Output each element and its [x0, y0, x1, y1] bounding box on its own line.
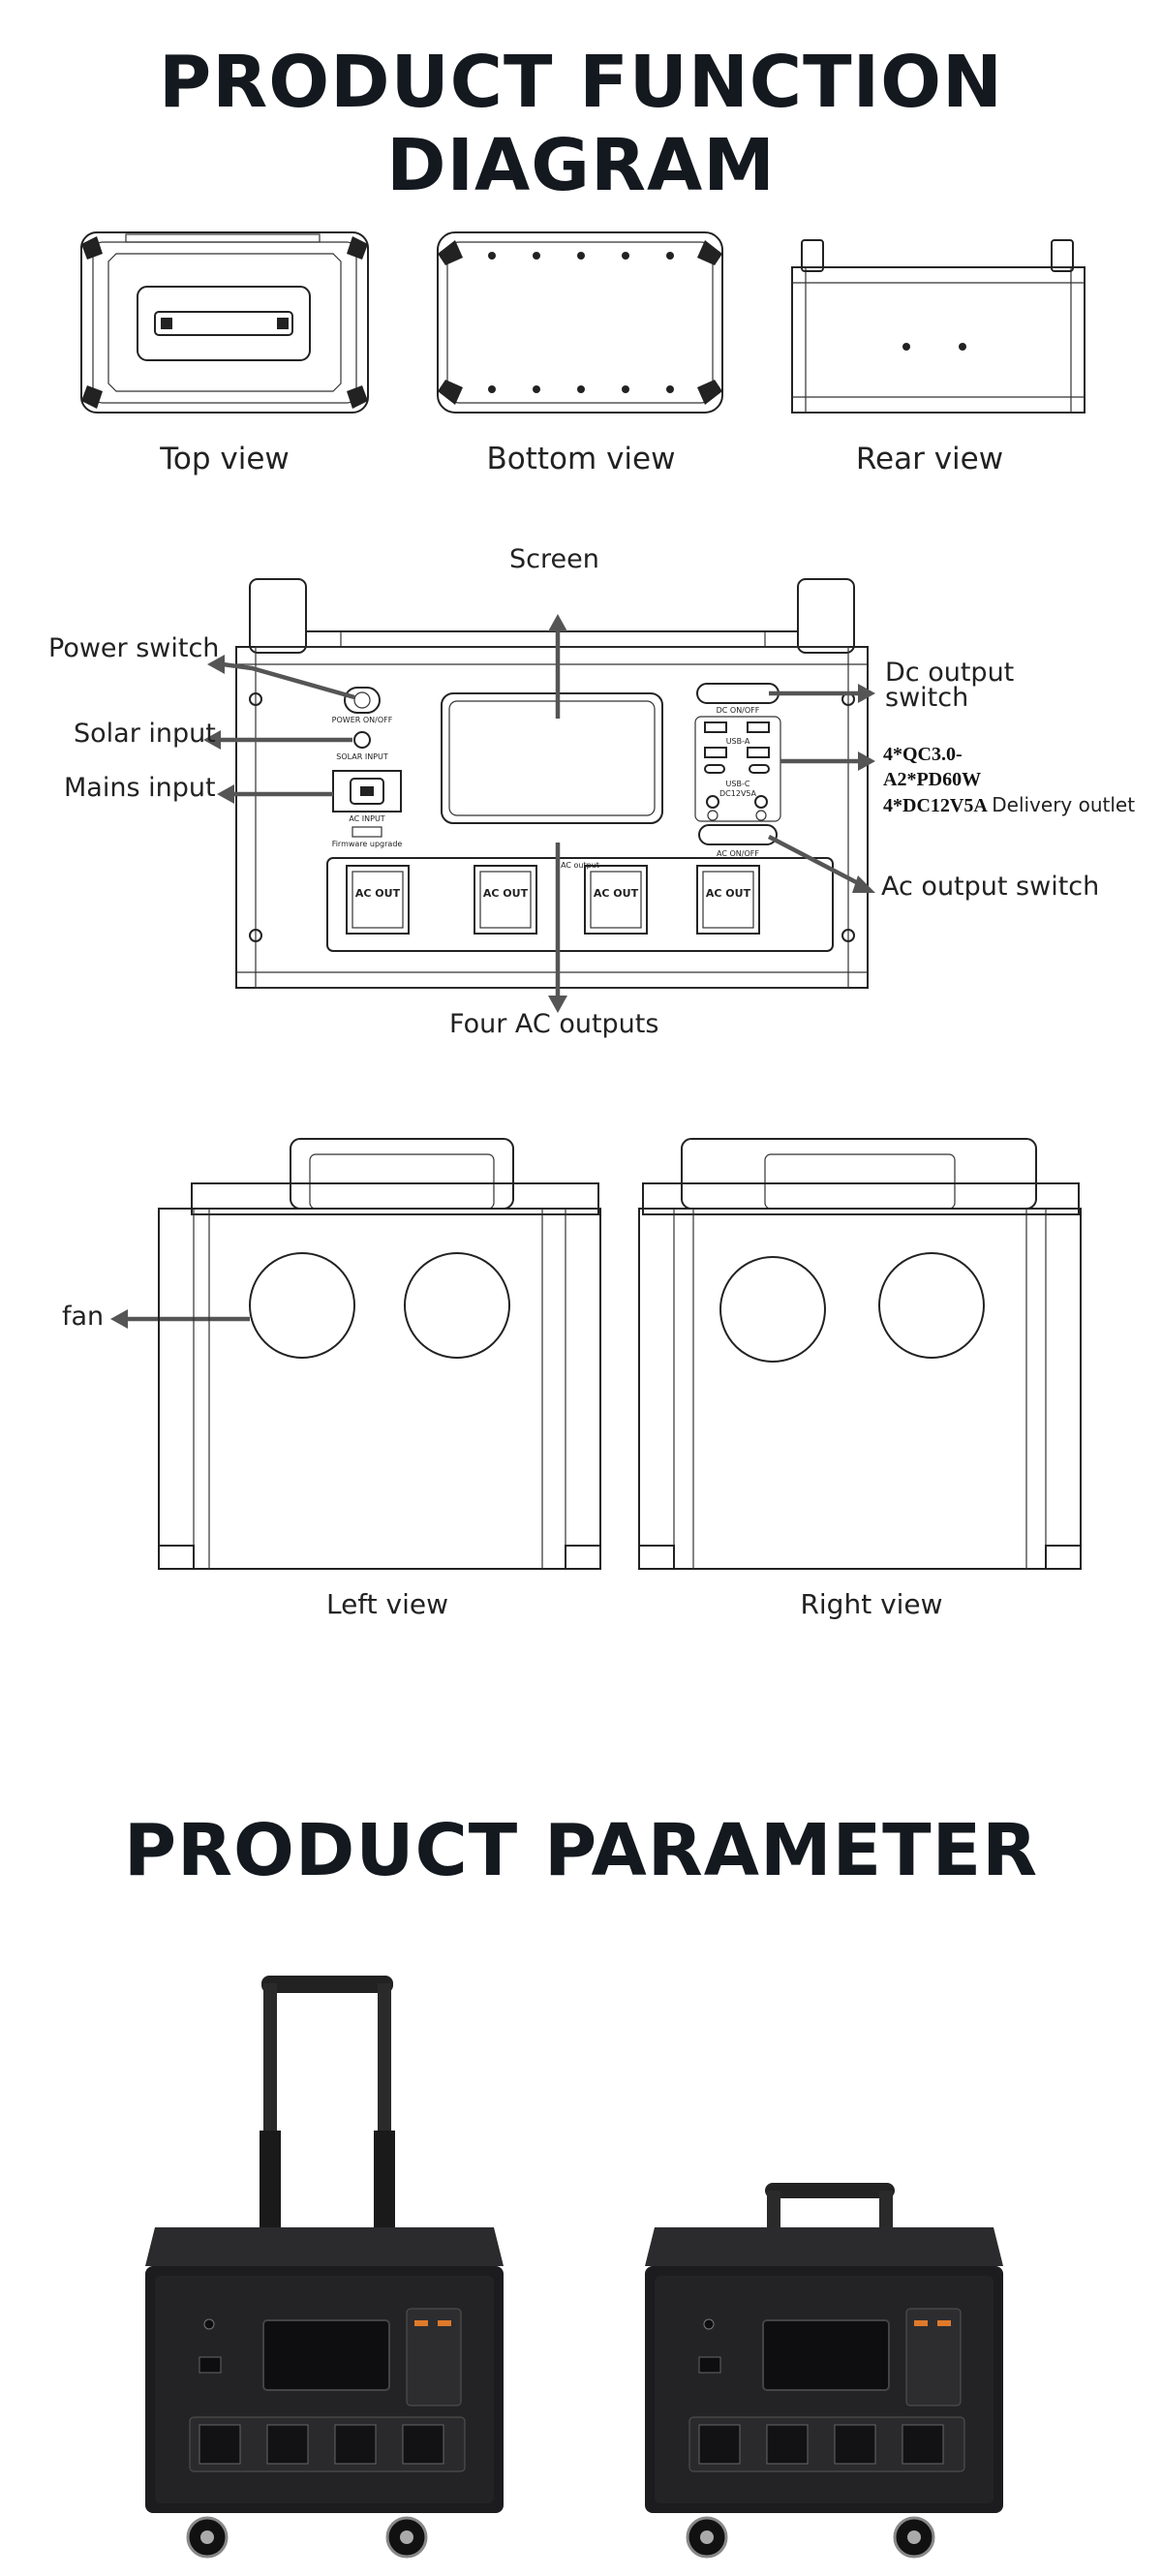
right-view-drawing	[638, 1138, 1082, 1570]
caption-bottom-view: Bottom view	[486, 442, 676, 476]
ac-outlet-2: AC OUT	[474, 865, 537, 935]
svg-text:AC INPUT: AC INPUT	[349, 814, 384, 823]
svg-text:AC OUT: AC OUT	[706, 887, 751, 900]
svg-text:AC OUT: AC OUT	[355, 887, 401, 900]
svg-text:SOLAR INPUT: SOLAR INPUT	[336, 752, 388, 761]
product-photo-extended-handle	[145, 1976, 504, 2559]
front-panel-drawing: POWER ON/OFF SOLAR INPUT AC INPUT Firmwa…	[235, 578, 869, 989]
top-view-drawing	[80, 231, 369, 414]
svg-text:AC output: AC output	[561, 861, 599, 870]
callout-arrows	[110, 614, 875, 1329]
svg-text:DC ON/OFF: DC ON/OFF	[717, 706, 760, 715]
section-title-function-diagram: PRODUCT FUNCTION DIAGRAM	[159, 41, 1003, 207]
callout-mains-input: Mains input	[64, 773, 216, 803]
callout-usb-ports: 4*QC3.0- A2*PD60W 4*DC12V5A Delivery out…	[883, 744, 1136, 816]
product-photo-retracted-handle	[645, 2183, 1003, 2559]
svg-text:AC OUT: AC OUT	[594, 887, 639, 900]
svg-text:DC12V5A: DC12V5A	[719, 789, 756, 798]
bottom-view-drawing	[437, 231, 723, 414]
ac-outlet-4: AC OUT	[696, 865, 760, 935]
callout-power-switch: Power switch	[48, 633, 220, 663]
section-title-product-parameter: PRODUCT PARAMETER	[123, 1809, 1039, 1892]
svg-text:USB-A: USB-A	[726, 737, 750, 746]
svg-text:AC OUT: AC OUT	[483, 887, 529, 900]
caption-right-view: Right view	[800, 1588, 943, 1620]
callout-fan: fan	[62, 1302, 105, 1332]
svg-text:Firmware upgrade: Firmware upgrade	[332, 840, 403, 848]
svg-text:AC ON/OFF: AC ON/OFF	[717, 849, 759, 858]
caption-left-view: Left view	[325, 1588, 449, 1620]
callout-dc-output-switch: Dc output switch	[885, 658, 1015, 713]
left-view-drawing	[158, 1138, 601, 1570]
caption-top-view: Top view	[160, 442, 290, 476]
callout-solar-input: Solar input	[74, 719, 216, 749]
rear-view-drawing	[791, 239, 1086, 414]
caption-rear-view: Rear view	[855, 442, 1004, 476]
ac-outlet-1: AC OUT	[346, 865, 410, 935]
ac-outlet-3: AC OUT	[584, 865, 648, 935]
svg-text:POWER ON/OFF: POWER ON/OFF	[332, 716, 393, 724]
callout-screen: Screen	[509, 544, 599, 574]
callout-four-ac-outputs: Four AC outputs	[449, 1009, 659, 1039]
svg-text:USB-C: USB-C	[726, 780, 750, 788]
callout-ac-output-switch: Ac output switch	[881, 872, 1100, 902]
